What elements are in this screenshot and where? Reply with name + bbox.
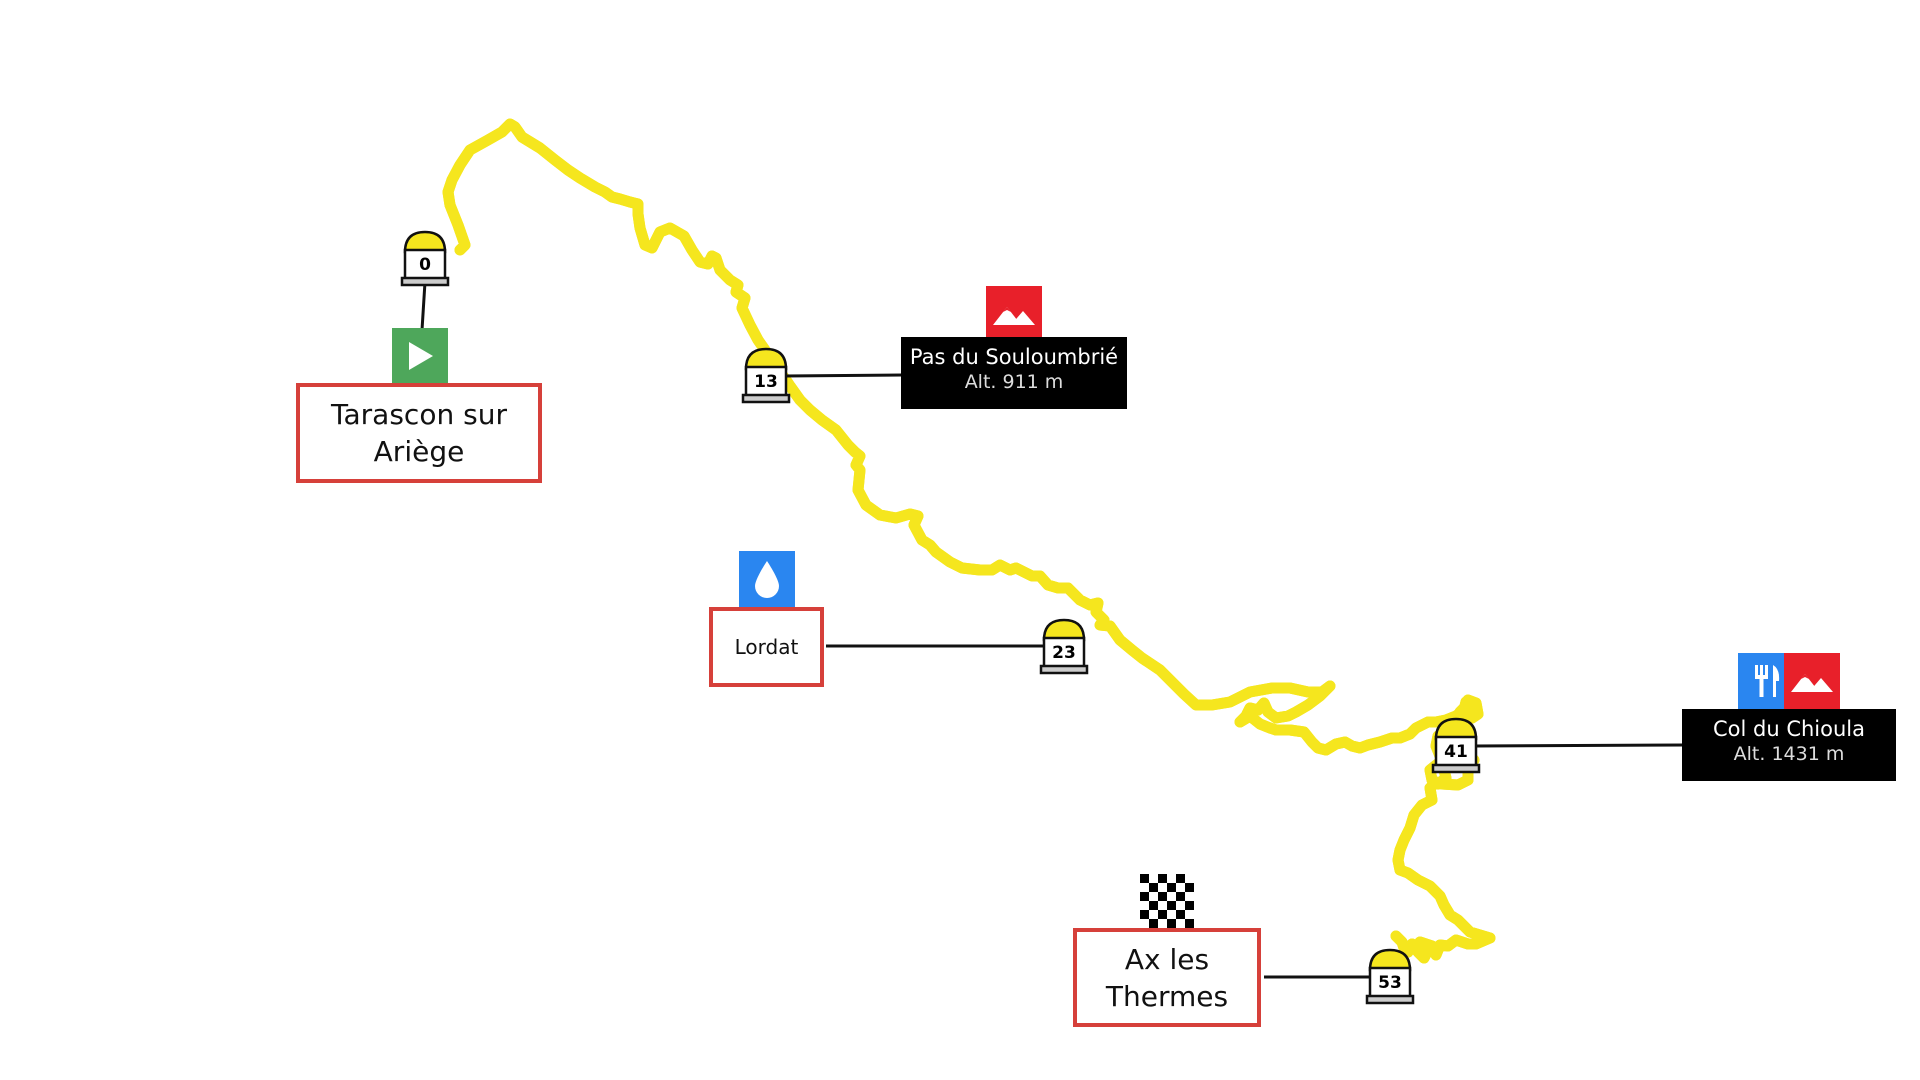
souloumbrie-pass-altitude: Alt. 911 m xyxy=(964,371,1064,393)
leader-souloumbrie xyxy=(783,373,903,378)
km-marker-label: 53 xyxy=(1378,973,1402,993)
leader-lines xyxy=(420,281,1685,979)
checkered-flag-icon xyxy=(1140,874,1194,928)
km-marker-body xyxy=(744,365,788,399)
leader-chioula xyxy=(1473,743,1685,748)
chioula-pass-box: Col du Chioula Alt. 1431 m xyxy=(1682,709,1896,781)
water-place-label: Lordat xyxy=(734,635,799,659)
mountain-icon xyxy=(1784,653,1840,709)
souloumbrie-pass-name: Pas du Souloumbrié xyxy=(909,345,1119,369)
km-marker-label: 13 xyxy=(754,372,778,392)
mountain-icon xyxy=(986,286,1042,342)
finish-place-line1: Ax les xyxy=(1124,942,1210,976)
km-marker-cap xyxy=(1368,948,1412,972)
km-marker-base xyxy=(1431,763,1481,774)
km-marker-0: 0 xyxy=(400,230,450,287)
km-marker-13: 13 xyxy=(741,347,791,404)
chioula-pass-altitude: Alt. 1431 m xyxy=(1733,743,1845,765)
route-core xyxy=(448,124,1490,958)
km-marker-base xyxy=(1365,994,1415,1005)
km-marker-body xyxy=(1368,966,1412,1000)
start-place-line1: Tarascon sur xyxy=(331,398,507,431)
km-marker-base xyxy=(1039,664,1089,675)
km-marker-41: 41 xyxy=(1431,717,1481,774)
km-marker-cap xyxy=(1434,717,1478,741)
play-icon xyxy=(392,328,448,384)
water-drop-icon xyxy=(739,551,795,607)
chioula-pass-name: Col du Chioula xyxy=(1712,717,1865,741)
km-marker-cap xyxy=(1042,618,1086,642)
km-marker-body xyxy=(1434,735,1478,769)
km-marker-label: 23 xyxy=(1052,643,1076,663)
km-marker-cap xyxy=(744,347,788,371)
km-marker-label: 0 xyxy=(419,255,431,275)
km-marker-label: 41 xyxy=(1444,742,1468,762)
souloumbrie-pass-box: Pas du Souloumbrié Alt. 911 m xyxy=(901,337,1127,409)
km-marker-base xyxy=(400,276,450,287)
leader-start xyxy=(420,281,427,331)
km-marker-53: 53 xyxy=(1365,948,1415,1005)
km-marker-cap xyxy=(403,230,447,254)
finish-place-box: Ax les Thermes xyxy=(1073,928,1261,1027)
finish-place-line2: Thermes xyxy=(1105,979,1229,1013)
km-marker-body xyxy=(1042,636,1086,670)
route-line xyxy=(442,118,1496,964)
km-marker-23: 23 xyxy=(1039,618,1089,675)
route-halo xyxy=(442,118,1496,964)
start-place-line2: Ariège xyxy=(373,435,465,468)
km-marker-base xyxy=(741,393,791,404)
start-place-box: Tarascon sur Ariège xyxy=(296,383,542,483)
water-place-box: Lordat xyxy=(709,607,824,687)
